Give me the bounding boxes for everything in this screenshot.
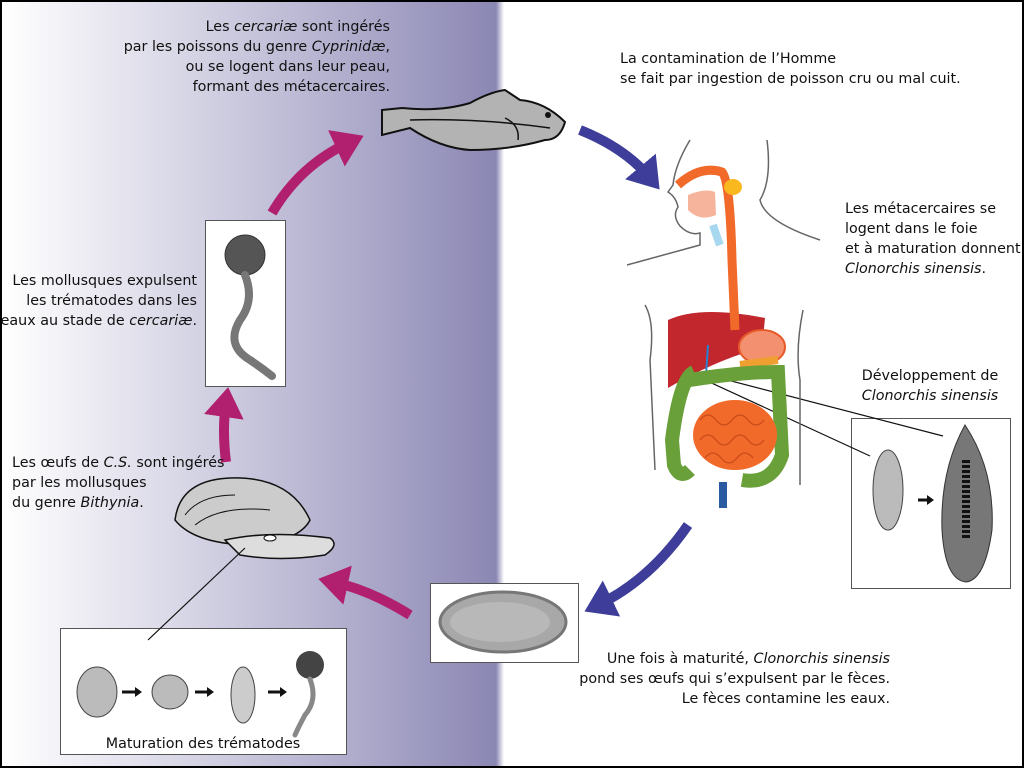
caption-text: . — [139, 495, 144, 511]
caption-text: par les poissons du genre — [123, 39, 312, 55]
caption-text: se fait par ingestion de poisson cru ou … — [620, 71, 961, 87]
caption-mollusc-ingestion: Les œufs de C.S. sont ingérés par les mol… — [12, 453, 224, 513]
caption-text: . — [192, 313, 197, 329]
caption-text: formant des métacercaires. — [192, 79, 390, 95]
caption-line: par les mollusques — [12, 473, 224, 493]
caption-text: Les œufs de — [12, 455, 104, 471]
caption-italic-term: Clonorchis sinensis — [861, 388, 999, 404]
caption-line: Les cercariæ sont ingérés — [124, 17, 390, 37]
caption-italic-term: Cyprinidæ — [311, 39, 386, 55]
arrow-snail-to-cercaria — [204, 387, 244, 463]
caption-text: pond ses œufs qui s’expulsent par le fèc… — [579, 671, 890, 687]
caption-text: Les métacercaires se — [845, 201, 997, 217]
egg-illustration — [438, 590, 568, 654]
development-stages — [704, 375, 993, 583]
arrow-egg-to-snail — [318, 565, 413, 620]
caption-italic-term: cercariæ — [234, 19, 298, 35]
caption-line: logent dans le foie — [845, 219, 1021, 239]
caption-text: sont ingérés — [297, 19, 390, 35]
arrow-fish-to-human — [578, 125, 660, 190]
caption-text: Les — [205, 19, 235, 35]
caption-line: ou se logent dans leur peau, — [124, 57, 390, 77]
snail-illustration — [147, 477, 335, 641]
cercaria-illustration — [224, 234, 276, 380]
caption-text: La contamination de l’Homme — [620, 51, 837, 67]
caption-line: Les mollusques expulsent — [1, 271, 197, 291]
caption-line: pond ses œufs qui s’expulsent par le fèc… — [579, 669, 890, 689]
caption-text: logent dans le foie — [845, 221, 978, 237]
caption-italic-term: Clonorchis sinensis — [845, 261, 982, 277]
caption-text: sont ingérés — [131, 455, 225, 471]
caption-line: Une fois à maturité, Clonorchis sinensis — [579, 649, 890, 669]
caption-italic-term: Clonorchis sinensis — [753, 651, 890, 667]
caption-line: et à maturation donnent — [845, 239, 1021, 259]
arrow-human-to-egg — [584, 522, 693, 617]
caption-text: par les mollusques — [12, 475, 147, 491]
caption-text: Les mollusques expulsent — [12, 273, 197, 289]
caption-line: Développement de — [850, 366, 1010, 386]
caption-text: , — [385, 39, 390, 55]
arrow-mollusc-to-fish — [267, 130, 364, 216]
caption-text: . — [981, 261, 987, 277]
caption-development: Développement de Clonorchis sinensis — [850, 366, 1010, 406]
caption-line: du genre Bithynia. — [12, 493, 224, 513]
caption-liver-maturation: Les métacercaires se logent dans le foie e… — [845, 199, 1021, 279]
fish-illustration — [381, 88, 567, 152]
caption-text: eaux au stade de — [0, 313, 130, 329]
caption-cercariae-release: Les mollusques expulsent les trématodes d… — [1, 271, 197, 331]
caption-text: Une fois à maturité, — [606, 651, 754, 667]
caption-line: se fait par ingestion de poisson cru ou … — [620, 69, 961, 89]
caption-line: eaux au stade de cercariæ. — [1, 311, 197, 331]
caption-italic-term: cercariæ — [129, 313, 193, 329]
human-digestive-system — [626, 139, 821, 508]
caption-italic-term: Bithynia — [80, 495, 140, 511]
caption-text: et à maturation donnent — [845, 241, 1021, 257]
caption-egg-laying: Une fois à maturité, Clonorchis sinensis… — [579, 649, 890, 709]
caption-text: ou se logent dans leur peau, — [185, 59, 390, 75]
caption-maturation: Maturation des trématodes — [60, 734, 346, 754]
background-transition — [496, 2, 504, 766]
caption-line: Le fèces contamine les eaux. — [579, 689, 890, 709]
caption-line: par les poissons du genre Cyprinidæ, — [124, 37, 390, 57]
caption-line: Les métacercaires se — [845, 199, 1021, 219]
caption-line: Les œufs de C.S. sont ingérés — [12, 453, 224, 473]
caption-line: Clonorchis sinensis — [850, 386, 1010, 406]
caption-text: du genre — [12, 495, 81, 511]
caption-line: Clonorchis sinensis. — [845, 259, 1021, 279]
caption-italic-term: C.S. — [103, 455, 132, 471]
caption-text: Développement de — [861, 368, 999, 384]
caption-text: les trématodes dans les — [26, 293, 197, 309]
caption-text: Maturation des trématodes — [105, 736, 301, 752]
caption-human-contamination: La contamination de l’Homme se fait par i… — [620, 49, 961, 89]
maturation-stages — [76, 651, 324, 738]
caption-line: Maturation des trématodes — [60, 734, 346, 754]
caption-line: les trématodes dans les — [1, 291, 197, 311]
caption-text: Le fèces contamine les eaux. — [681, 691, 890, 707]
caption-line: formant des métacercaires. — [124, 77, 390, 97]
caption-line: La contamination de l’Homme — [620, 49, 961, 69]
